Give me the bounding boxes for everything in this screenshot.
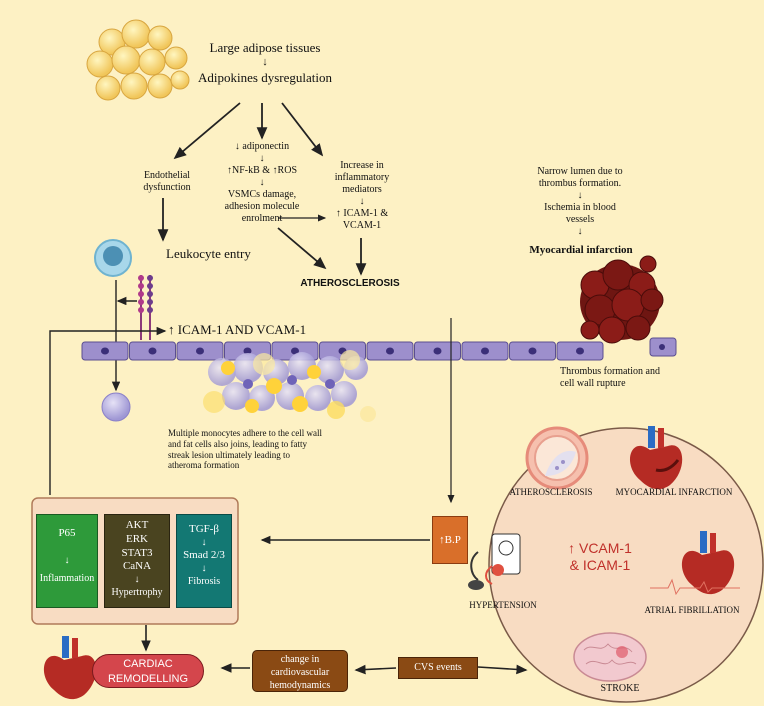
cell-nucleus	[576, 347, 584, 355]
adhesion-molecule-icon	[138, 275, 153, 340]
circle-atherosclerosis-label: ATHEROSCLEROSIS	[509, 487, 593, 497]
circle-hypertension-label: HYPERTENSION	[469, 600, 537, 610]
ecg-icon	[650, 578, 740, 596]
cell-nucleus	[196, 347, 204, 355]
cell-nucleus	[243, 347, 252, 355]
top-line-2: Adipokines dysregulation	[198, 70, 332, 85]
thrombus-icon	[580, 255, 664, 344]
circle-myocardial-label: MYOCARDIAL INFARCTION	[615, 487, 733, 497]
p65-box: P65 ↓ Inflammation	[36, 514, 98, 608]
top-line-1: Large adipose tissues	[209, 40, 321, 55]
cvs-events-box: CVS events	[398, 657, 478, 679]
tgf-box: TGF-β ↓ Smad 2/3 ↓ Fibrosis	[176, 514, 232, 608]
cell-nucleus	[291, 347, 299, 355]
top-arrow: ↓	[262, 56, 268, 68]
cell-nucleus	[528, 347, 537, 355]
monocyte-icon	[101, 392, 131, 422]
artery-icon	[525, 426, 589, 490]
cell-nucleus	[101, 347, 109, 355]
circle-stroke-label: STROKE	[600, 683, 640, 694]
atherosclerosis-label: ATHEROSCLEROSIS	[300, 278, 400, 289]
brain-icon	[573, 632, 647, 682]
adipose-tissue-icon	[86, 19, 190, 101]
myocardial-infarction-label: Myocardial infarction	[529, 244, 633, 256]
heart-icon	[629, 426, 683, 490]
circle-atrial-label: ATRIAL FIBRILLATION	[644, 605, 740, 615]
cell-nucleus	[481, 347, 489, 355]
icam-vcam-label: ↑ ICAM-1 AND VCAM-1	[168, 322, 307, 337]
akt-box: AKT ERK STAT3 CaNA ↓ Hypertrophy	[104, 514, 170, 608]
monocyte-description: Multiple monocytes adhere to the cell wa…	[168, 428, 322, 471]
adiponectin-pathway: ↓ adiponectin↓ ↑NF-kB & ↑ROS↓ VSMCs dama…	[224, 141, 300, 224]
cell-nucleus	[659, 344, 665, 350]
plaque-icon	[203, 350, 376, 422]
blood-pressure-monitor-icon	[468, 533, 521, 590]
heart-icon	[681, 531, 735, 595]
cell-nucleus	[148, 347, 157, 355]
leukocyte-entry-label: Leukocyte entry	[166, 246, 251, 261]
endothelial-wall	[81, 337, 677, 361]
circle-center-label: ↑ VCAM-1& ICAM-1	[568, 540, 632, 573]
leukocyte-icon	[94, 239, 132, 277]
heart-icon	[43, 636, 97, 700]
bp-box: ↑B.P	[432, 516, 468, 564]
cell-nucleus	[433, 347, 442, 355]
cell-nucleus	[386, 347, 394, 355]
complications-circle	[488, 427, 764, 703]
endothelial-dysfunction: Endothelial dysfunction	[143, 170, 191, 193]
